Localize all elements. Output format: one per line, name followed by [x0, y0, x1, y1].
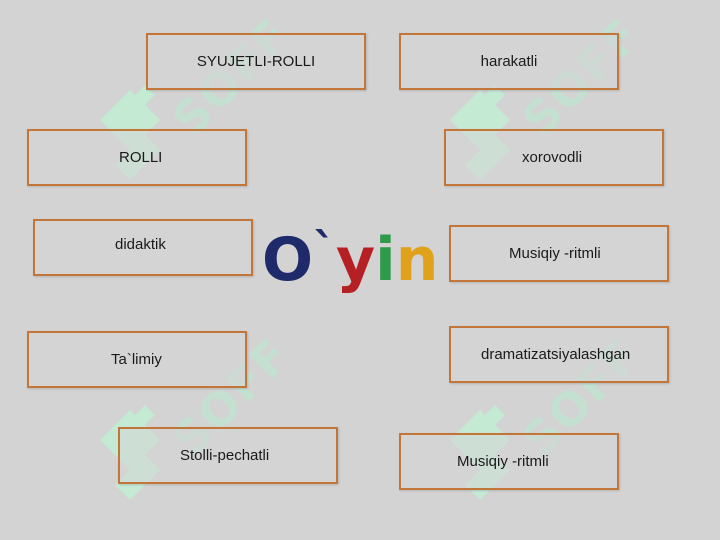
- title-letter: i: [375, 225, 396, 295]
- box-dramatizatsiyalashgan: dramatizatsiyalashgan: [449, 326, 669, 383]
- box-syujetli-rolli: SYUJETLI-ROLLI: [146, 33, 366, 90]
- center-title: O`yin: [262, 210, 438, 295]
- box-label: Musiqiy -ritmli: [509, 245, 601, 262]
- box-harakatli: harakatli: [399, 33, 619, 90]
- title-letter: y: [336, 225, 376, 295]
- box-label: xorovodli: [522, 149, 583, 166]
- box-label: Ta`limiy: [111, 351, 162, 368]
- box-label: ROLLI: [119, 149, 163, 166]
- title-letter: O: [262, 225, 314, 295]
- box-label: didaktik: [115, 236, 166, 253]
- box-talimiy: Ta`limiy: [27, 331, 247, 388]
- box-xorovodli: xorovodli: [444, 129, 664, 186]
- box-label: Stolli-pechatli: [180, 447, 270, 464]
- box-label: SYUJETLI-ROLLI: [196, 53, 316, 70]
- title-letter: `: [313, 223, 337, 277]
- title-letter: n: [395, 225, 439, 295]
- box-didaktik: didaktik: [33, 219, 253, 276]
- box-musiqiy-ritmli-1: Musiqiy -ritmli: [449, 225, 669, 282]
- box-musiqiy-ritmli-2: Musiqiy -ritmli: [399, 433, 619, 490]
- box-label: dramatizatsiyalashgan: [481, 346, 631, 363]
- box-label: harakatli: [480, 53, 538, 70]
- box-stolli-pechatli: Stolli-pechatli: [118, 427, 338, 484]
- box-rolli: ROLLI: [27, 129, 247, 186]
- box-label: Musiqiy -ritmli: [457, 453, 549, 470]
